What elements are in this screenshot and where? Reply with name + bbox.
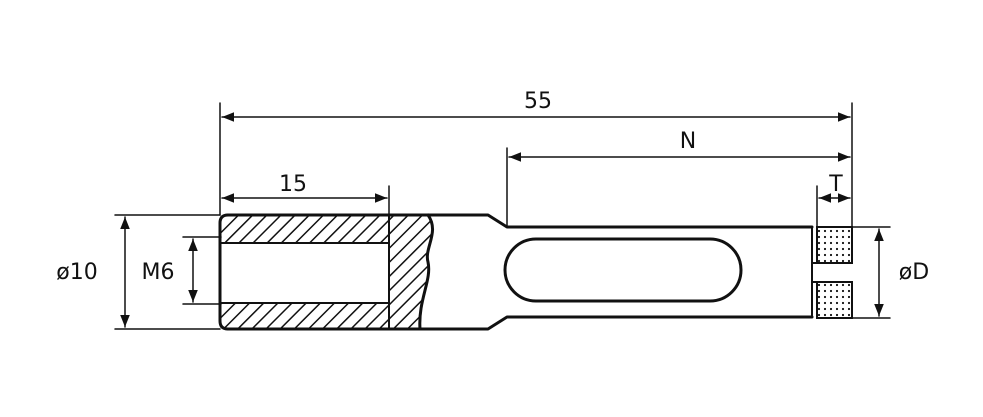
label-slot-length: N [680, 129, 696, 154]
dimension-lines [120, 112, 884, 328]
top-wall-section [221, 216, 389, 243]
label-thread-depth: 15 [279, 172, 307, 197]
slot [503, 237, 743, 303]
label-tip-diameter: øD [899, 260, 929, 285]
tip-segment-top [816, 226, 853, 264]
label-thread: M6 [142, 260, 175, 285]
tip-segments [811, 226, 853, 319]
part-outline [218, 213, 814, 331]
label-tip-thickness: T [828, 172, 843, 197]
label-outer-diameter: ø10 [56, 260, 97, 285]
tip-segment-bottom [816, 281, 853, 319]
extension-lines [114, 102, 891, 330]
label-overall-length: 55 [524, 89, 552, 114]
bottom-wall-section [221, 303, 389, 329]
solid-core-section [389, 216, 433, 329]
dimension-labels: 55 N 15 T ø10 M6 øD [56, 89, 929, 285]
threaded-section [221, 216, 433, 329]
